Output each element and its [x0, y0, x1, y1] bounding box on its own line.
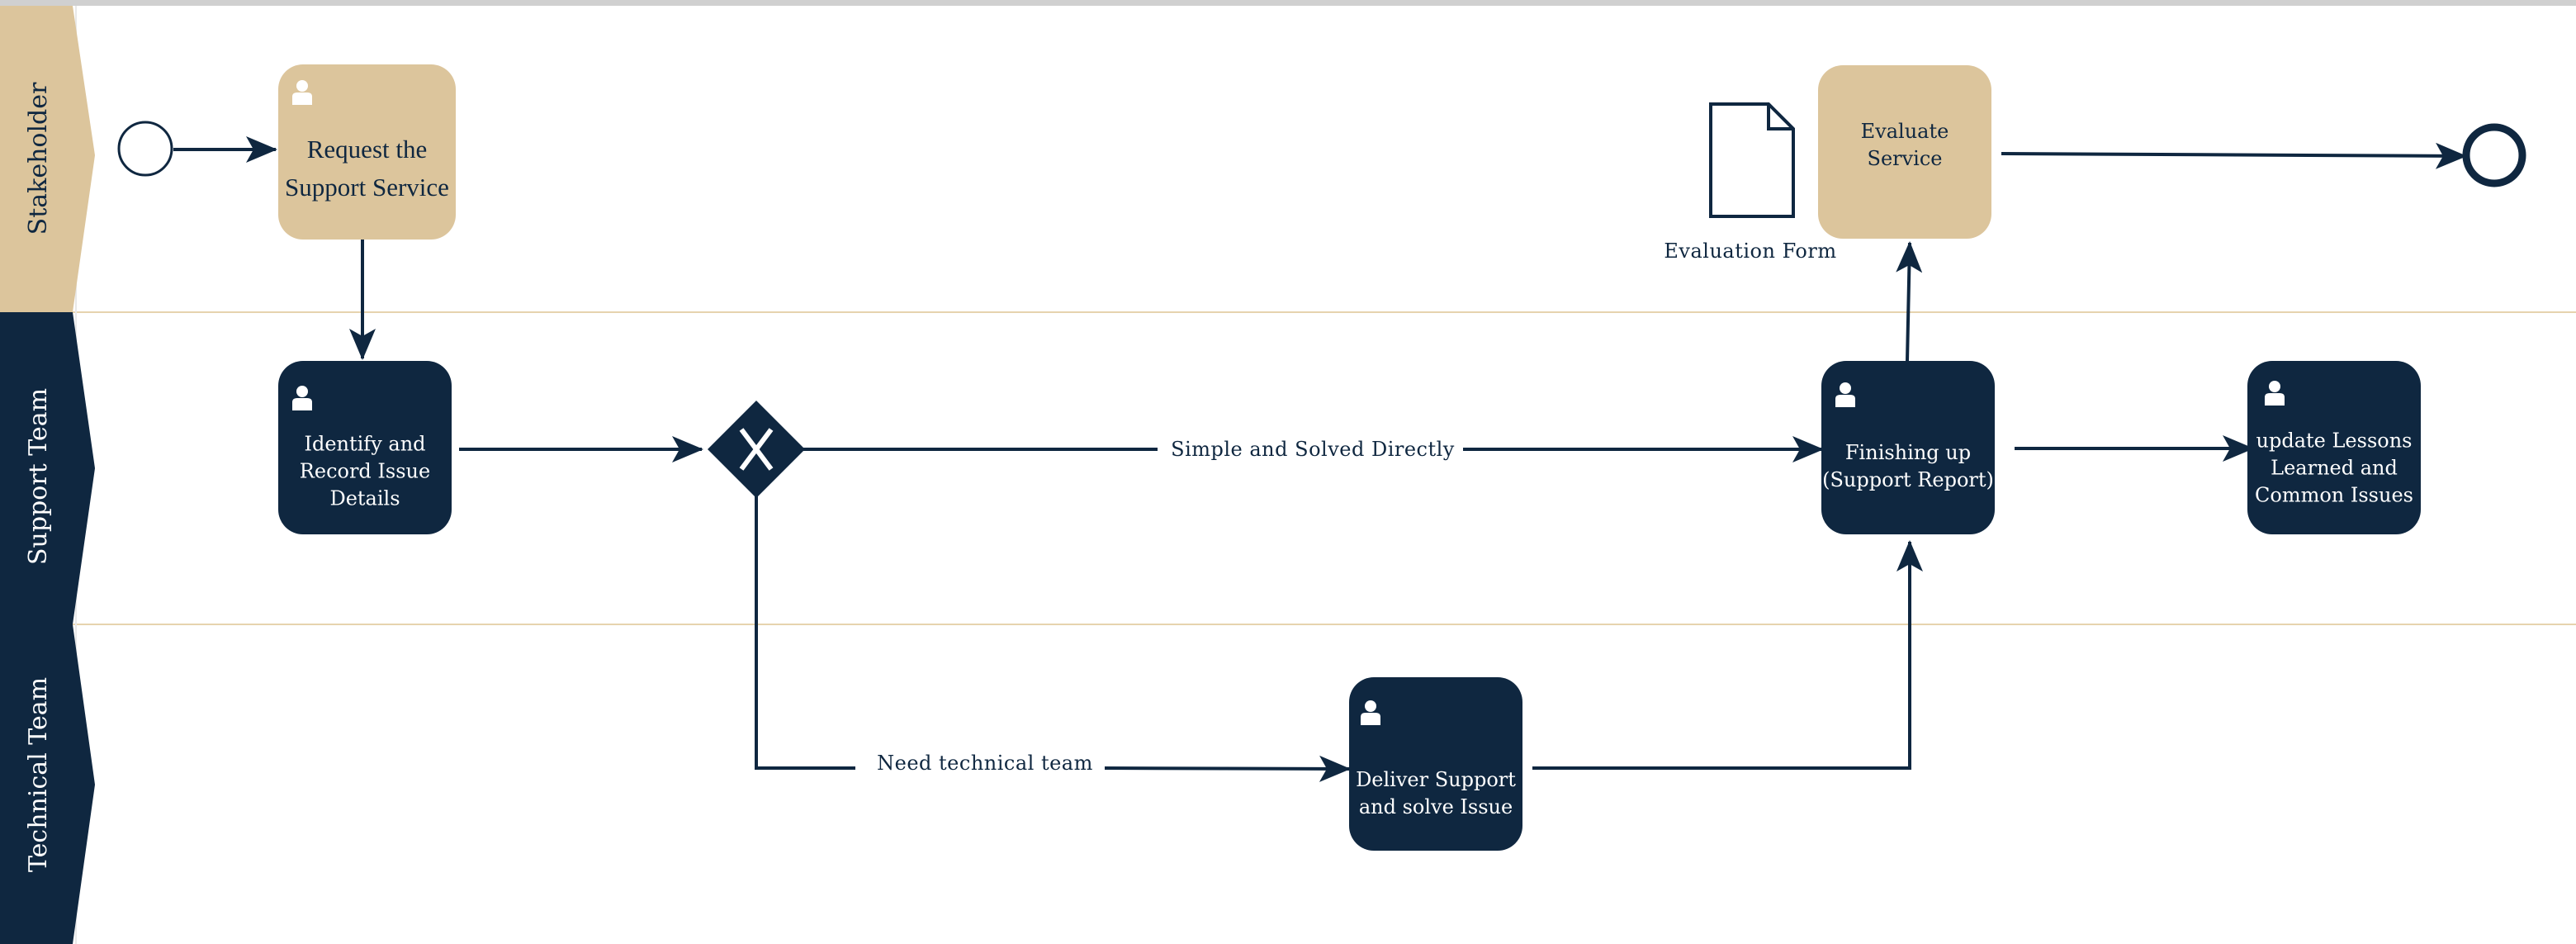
task-label-line: Support Service — [285, 173, 449, 202]
task-box — [278, 64, 456, 240]
task-box — [1349, 677, 1522, 851]
evaluation-form-document[interactable]: Evaluation Form — [1664, 102, 1836, 263]
edge-label-need-technical-team: Need technical team — [877, 752, 1093, 775]
flow-deliver-to-finishing — [1532, 540, 1923, 770]
task-label-line: Identify and — [304, 433, 425, 456]
task-label-line: Evaluate — [1861, 120, 1949, 143]
exclusive-gateway-icon — [739, 428, 774, 471]
end-event[interactable] — [2462, 123, 2526, 187]
task-label-line: (Support Report) — [1822, 468, 1994, 491]
lane-label-stakeholder: Stakeholder — [24, 82, 53, 235]
task-box — [2247, 361, 2421, 534]
top-border — [0, 0, 2576, 6]
start-event[interactable] — [117, 121, 173, 177]
task-label-line: Finishing up — [1845, 441, 1971, 464]
flow-evaluate-to-end — [2001, 142, 2467, 169]
task-box — [1818, 65, 1991, 239]
edge-label-simple-solved: Simple and Solved Directly — [1171, 438, 1455, 461]
task-label-line: Common Issues — [2255, 484, 2413, 507]
lane-header-stakeholder: Stakeholder — [0, 6, 95, 312]
task-label-line: Request the — [307, 135, 428, 164]
exclusive-gateway[interactable] — [708, 401, 805, 498]
flow-gateway-to-technical-b — [1104, 755, 1351, 782]
task-deliver[interactable]: Deliver Support and solve Issue — [1349, 677, 1522, 851]
flow-gateway-to-technical-a — [755, 496, 855, 770]
lane-header-support-team: Support Team — [0, 312, 95, 624]
task-label-line: and solve Issue — [1359, 795, 1513, 818]
task-label-line: Record Issue — [300, 460, 430, 483]
lane-label-technical-team: Technical Team — [24, 677, 53, 872]
document-icon — [1709, 102, 1795, 218]
task-box — [278, 361, 452, 534]
flows — [173, 136, 2467, 782]
task-label-line: Learned and — [2271, 457, 2398, 480]
lane-label-support-team: Support Team — [24, 388, 53, 565]
lane-header-technical-team: Technical Team — [0, 624, 95, 944]
edge-label-bg-simple — [1158, 431, 1463, 467]
task-label-line: Deliver Support — [1356, 768, 1516, 791]
task-label-line: Service — [1868, 147, 1943, 170]
task-label-line: Details — [329, 487, 400, 510]
flow-finishing-to-evaluate — [1896, 241, 1923, 362]
task-finishing[interactable]: Finishing up (Support Report) — [1821, 361, 1995, 534]
task-box — [1821, 361, 1995, 534]
evaluation-form-label: Evaluation Form — [1664, 240, 1836, 263]
task-label-line: update Lessons — [2256, 429, 2413, 453]
